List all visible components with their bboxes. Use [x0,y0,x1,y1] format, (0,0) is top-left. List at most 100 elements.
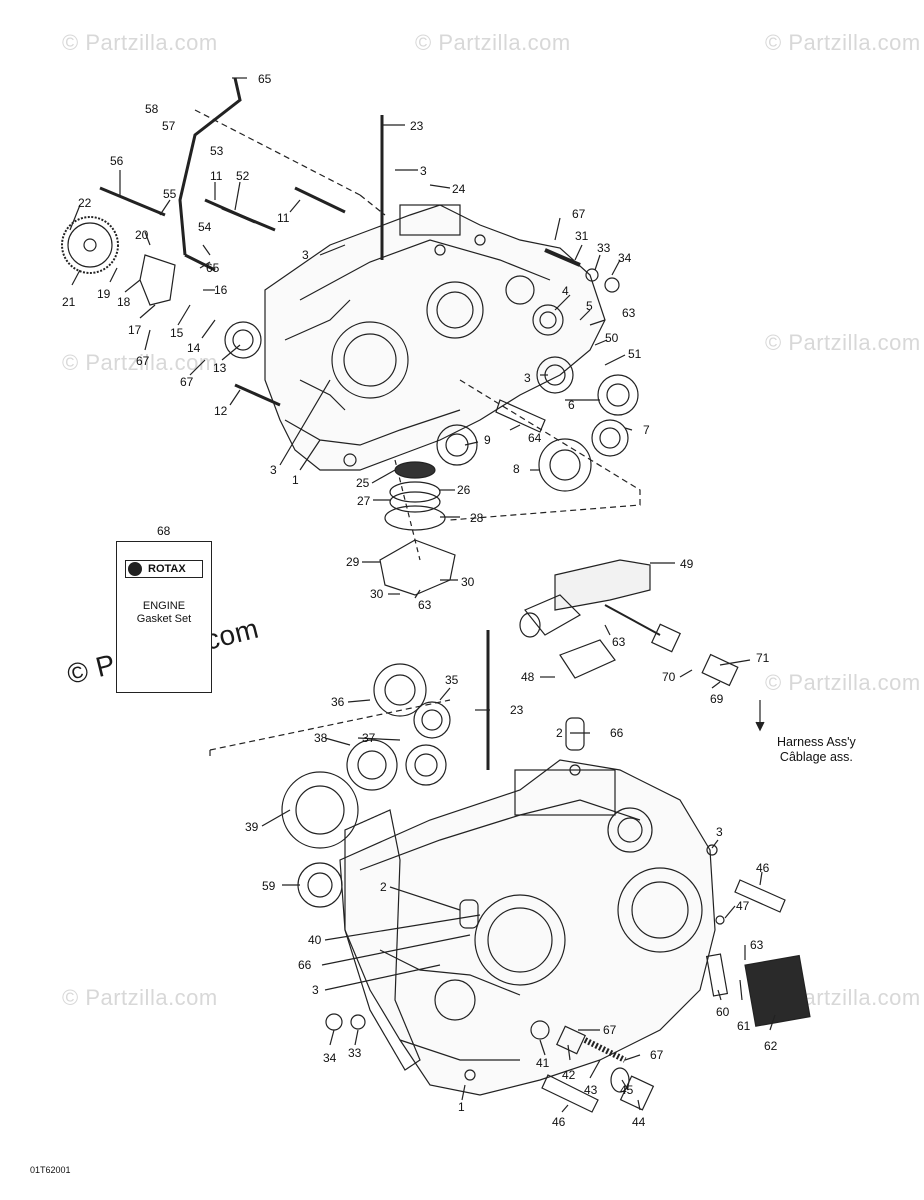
label-12: 12 [214,404,228,418]
label-52: 52 [236,169,250,183]
label-69: 69 [710,692,724,706]
label-5: 5 [586,299,593,313]
label-1: 1 [458,1100,465,1114]
label-58: 58 [145,102,159,116]
lower-crankcase [339,759,716,1096]
label-59: 59 [262,879,276,893]
label-67: 67 [572,207,586,221]
label-3: 3 [312,983,319,997]
watermark: © Partzilla.com [62,350,218,375]
rotax-brand: ROTAX [148,563,186,575]
label-63: 63 [612,635,626,649]
label-43: 43 [584,1083,598,1097]
watermark: © Partzilla.com [765,30,921,55]
label-2: 2 [556,726,563,740]
label-24: 24 [452,182,466,196]
rotax-logo-icon [128,562,142,576]
label-54: 54 [198,220,212,234]
watermark: © Partzilla.com [765,330,921,355]
label-50: 50 [605,331,619,345]
label-17: 17 [128,323,142,337]
label-37: 37 [362,731,376,745]
label-63: 63 [622,306,636,320]
gasket-kit-box: ROTAX ENGINE Gasket Set [116,541,212,693]
label-23: 23 [410,119,424,133]
label-62: 62 [764,1039,778,1053]
label-29: 29 [346,555,360,569]
label-47: 47 [736,899,750,913]
label-67: 67 [180,375,194,389]
label-53: 53 [210,144,224,158]
label-55: 55 [163,187,177,201]
label-9: 9 [484,433,491,447]
label-51: 51 [628,347,642,361]
label-16: 16 [214,283,228,297]
label-13: 13 [213,361,227,375]
label-27: 27 [357,494,371,508]
label-45: 45 [620,1083,634,1097]
label-8: 8 [513,462,520,476]
rotax-logo: ROTAX [125,560,203,578]
label-63: 63 [750,938,764,952]
label-71: 71 [756,651,770,665]
label-20: 20 [135,228,149,242]
label-3: 3 [524,371,531,385]
label-46: 46 [756,861,770,875]
label-21: 21 [62,295,76,309]
label-67: 67 [603,1023,617,1037]
kit-part-number: 68 [157,524,171,538]
label-66: 66 [298,958,312,972]
label-19: 19 [97,287,111,301]
watermark: © Partzilla.com [62,985,218,1010]
label-4: 4 [562,284,569,298]
harness-line-1: Harness Ass'y [777,735,856,749]
label-57: 57 [162,119,176,133]
label-48: 48 [521,670,535,684]
watermark: © Partzilla.com [415,30,571,55]
label-23: 23 [510,703,524,717]
label-44: 44 [632,1115,646,1129]
label-65: 65 [206,261,220,275]
label-40: 40 [308,933,322,947]
watermark: © Partzilla.com [62,30,218,55]
kit-line-2: Gasket Set [136,613,192,625]
label-33: 33 [348,1046,362,1060]
label-15: 15 [170,326,184,340]
label-36: 36 [331,695,345,709]
label-35: 35 [445,673,459,687]
label-1: 1 [292,473,299,487]
label-3: 3 [420,164,427,178]
label-7: 7 [643,423,650,437]
label-28: 28 [470,511,484,525]
label-56: 56 [110,154,124,168]
part-labels: 58 57 65 53 23 3 24 56 11 52 55 22 11 54… [62,72,778,1129]
label-41: 41 [536,1056,550,1070]
label-61: 61 [737,1019,751,1033]
label-22: 22 [78,196,92,210]
label-14: 14 [187,341,201,355]
label-63: 63 [418,598,432,612]
kit-line-1: ENGINE [142,600,186,612]
label-33: 33 [597,241,611,255]
label-3: 3 [270,463,277,477]
label-2: 2 [380,880,387,894]
label-60: 60 [716,1005,730,1019]
harness-line-2: Câblage ass. [779,750,853,764]
label-49: 49 [680,557,694,571]
label-3: 3 [302,248,309,262]
label-3: 3 [716,825,723,839]
upper-crankcase [264,204,606,471]
figure-reference: 01T62001 [30,1165,71,1175]
label-6: 6 [568,398,575,412]
label-70: 70 [662,670,676,684]
label-66: 66 [610,726,624,740]
label-67: 67 [136,354,150,368]
label-34: 34 [323,1051,337,1065]
label-18: 18 [117,295,131,309]
label-31: 31 [575,229,589,243]
harness-note: Harness Ass'y Câblage ass. [777,735,856,765]
label-39: 39 [245,820,259,834]
label-26: 26 [457,483,471,497]
label-64: 64 [528,431,542,445]
